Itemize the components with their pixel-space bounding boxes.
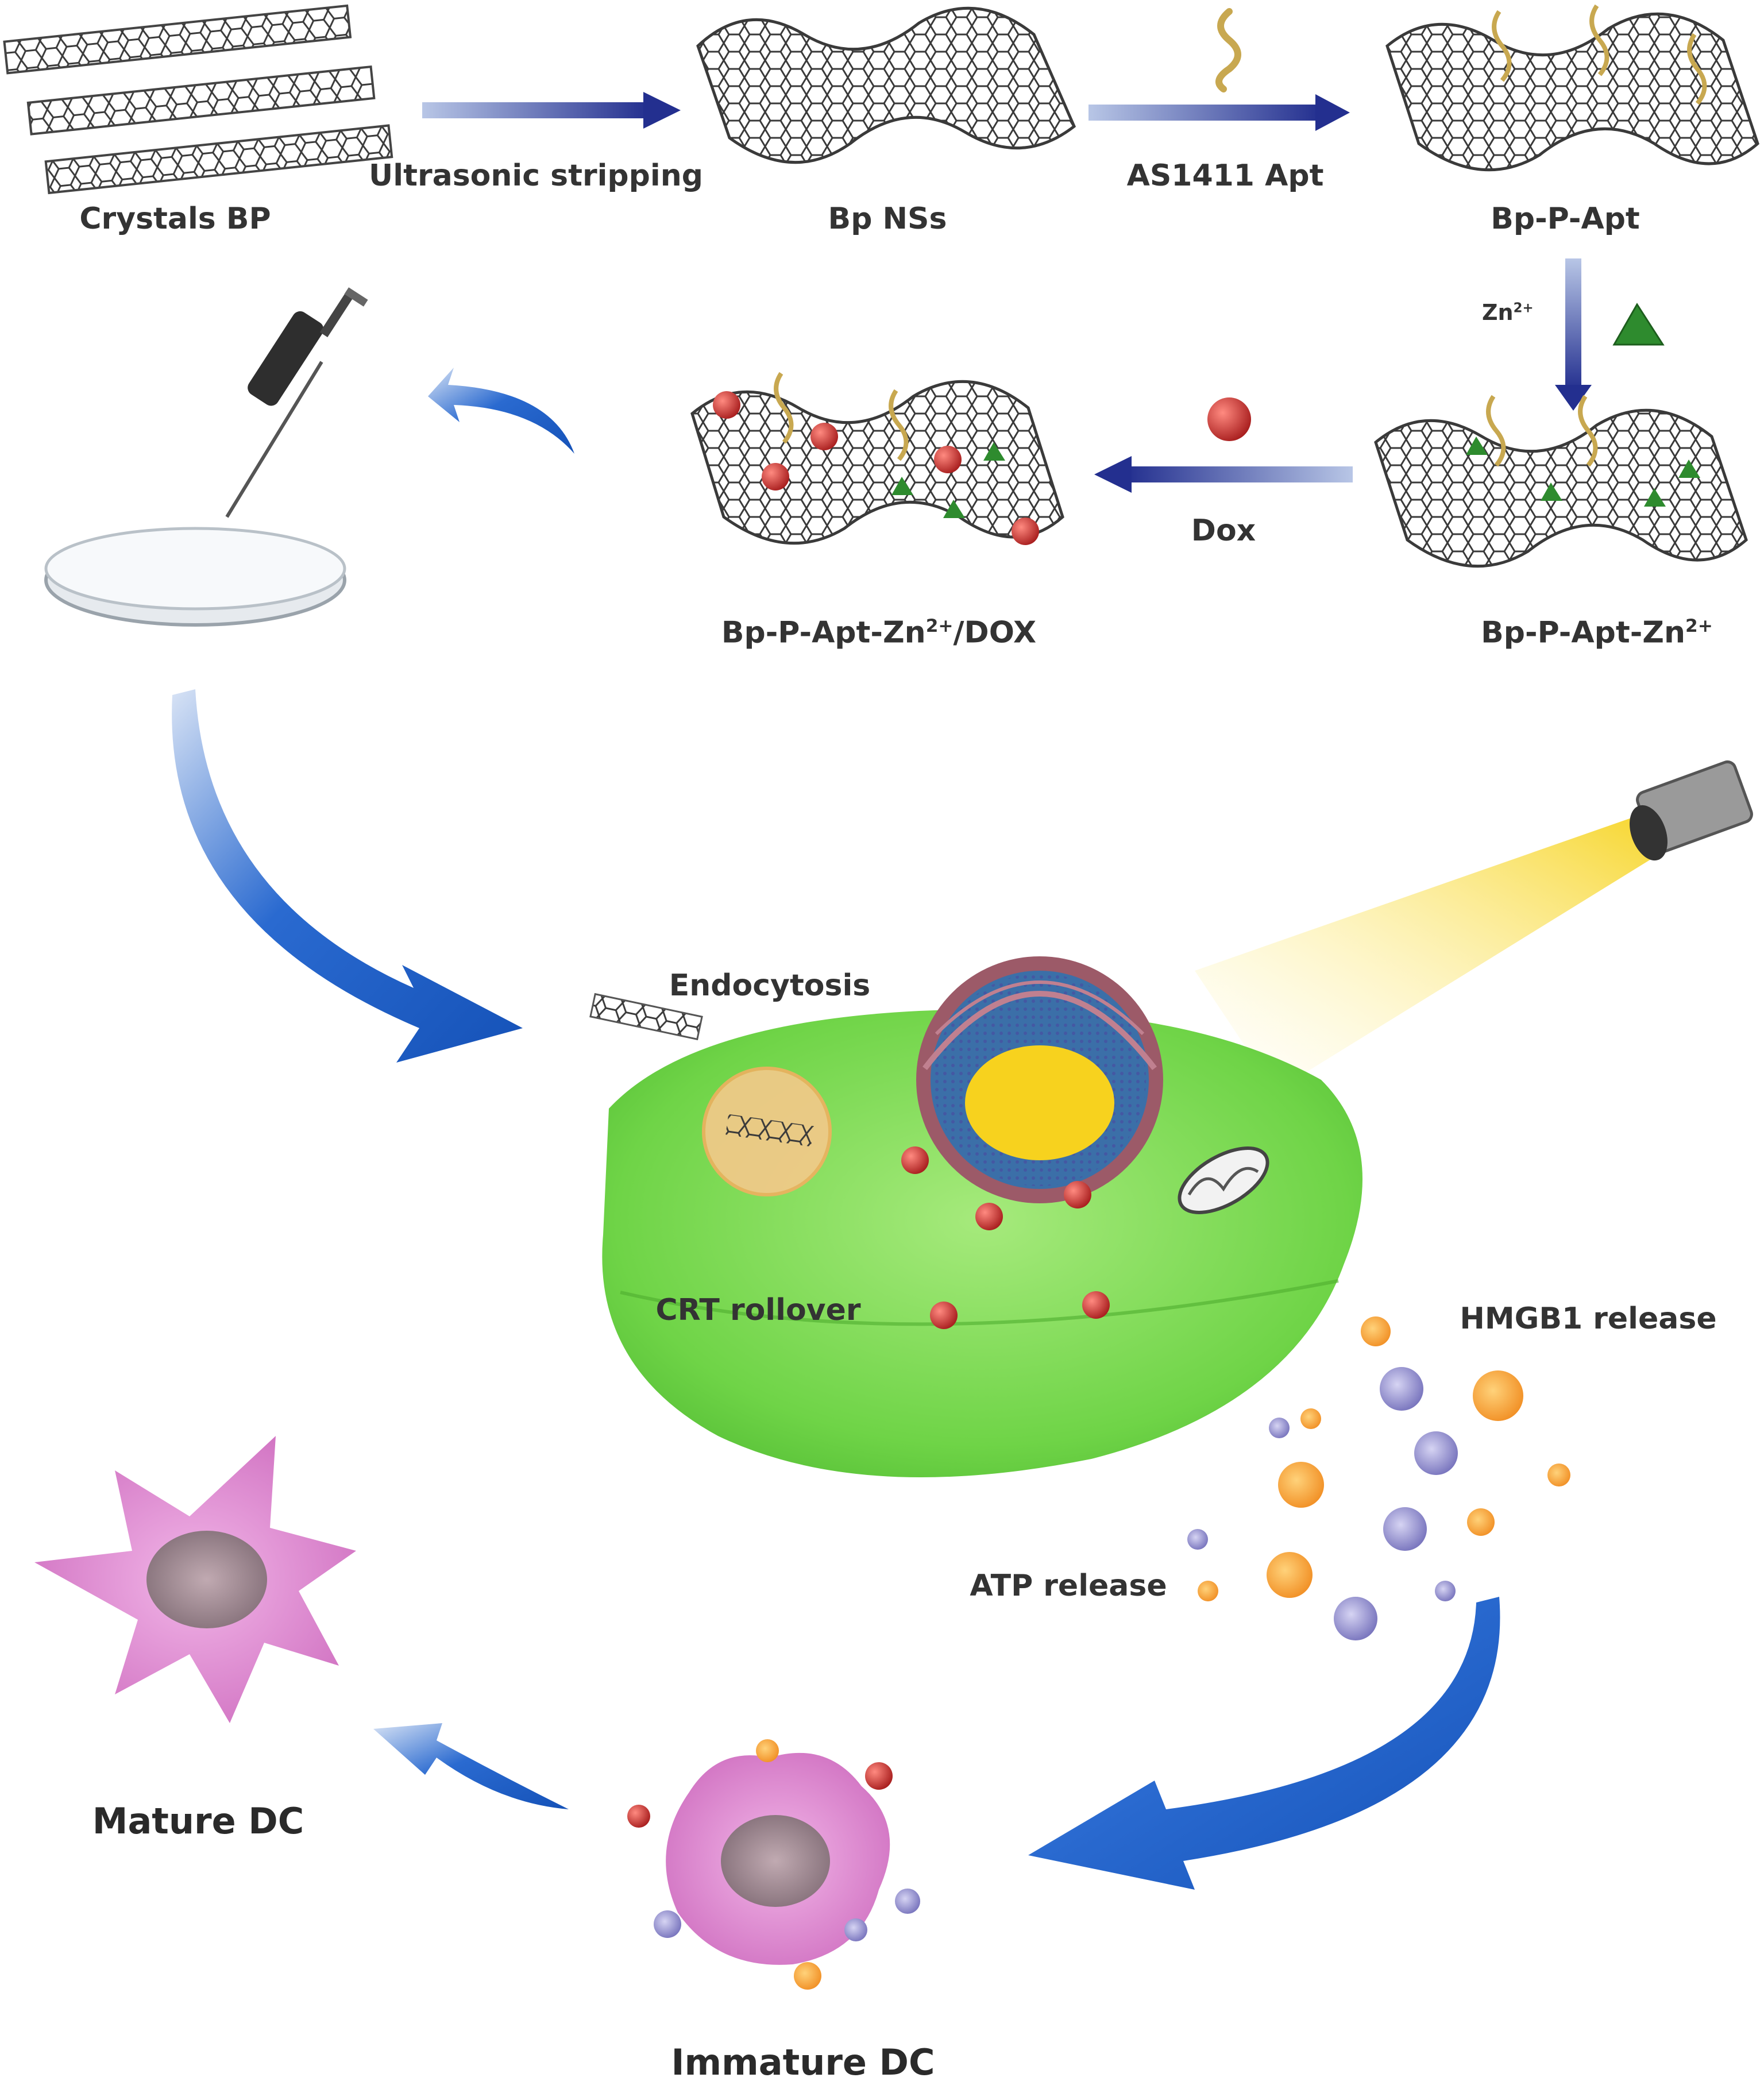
label-hmgb1-release: HMGB1 release — [1460, 1302, 1717, 1336]
crt-dots — [901, 1146, 1110, 1329]
label-dox: Dox — [1191, 513, 1256, 548]
label-ultrasonic-stripping: Ultrasonic stripping — [369, 159, 703, 193]
label-bp-p-apt-zn-base: Bp-P-Apt-Zn — [1481, 615, 1686, 650]
nanosheet-entering — [589, 993, 703, 1041]
label-bp-p-apt-zn: Bp-P-Apt-Zn2+ — [1481, 617, 1713, 647]
bp-p-apt-zn-illustration — [1374, 395, 1748, 568]
label-bp-p-apt-zn-dox-tail: /DOX — [953, 615, 1037, 650]
mature-dc — [34, 1436, 356, 1723]
arrow-ultrasonic — [422, 92, 681, 129]
arrow-to-cell — [172, 689, 523, 1063]
arrow-zn — [1555, 258, 1592, 411]
petri-dish-icon — [44, 527, 346, 627]
crystals-bp-illustration — [3, 4, 393, 195]
bp-p-apt-zn-dox-illustration — [690, 372, 1064, 545]
label-endocytosis: Endocytosis — [669, 968, 871, 1003]
label-bp-p-apt: Bp-P-Apt — [1491, 202, 1640, 236]
label-zn: Zn2+ — [1482, 302, 1534, 323]
label-bp-p-apt-zn-sup: 2+ — [1685, 616, 1713, 636]
arrow-to-immature-dc — [1028, 1597, 1500, 1890]
label-bp-p-apt-zn-dox-sup: 2+ — [925, 616, 954, 636]
label-zn-base: Zn — [1482, 300, 1514, 325]
label-zn-sup: 2+ — [1513, 300, 1534, 316]
zn-pyramid-icon — [1612, 303, 1665, 346]
label-immature-dc: Immature DC — [671, 2041, 935, 2083]
label-bp-p-apt-zn-dox: Bp-P-Apt-Zn2+/DOX — [721, 617, 1036, 647]
damp-particles — [1187, 1316, 1570, 1640]
label-crystals-bp: Crystals BP — [79, 202, 271, 236]
label-atp-release: ATP release — [970, 1569, 1167, 1603]
pipette-icon — [225, 287, 368, 518]
arrow-as1411 — [1088, 94, 1350, 131]
immature-dc — [627, 1739, 920, 1990]
laser-icon — [1630, 760, 1753, 861]
aptamer-icon — [1215, 8, 1241, 92]
dox-sphere-icon — [1207, 397, 1251, 441]
label-mature-dc: Mature DC — [92, 1800, 304, 1842]
label-bp-p-apt-zn-dox-base: Bp-P-Apt-Zn — [721, 615, 926, 650]
arrow-dox — [1094, 456, 1353, 493]
cell-nucleus — [916, 956, 1163, 1203]
arrow-to-petri — [428, 368, 574, 454]
arrow-to-mature-dc — [373, 1723, 569, 1809]
bp-nss-illustration — [696, 6, 1076, 164]
mitochondrion — [1178, 1146, 1269, 1214]
endosome — [702, 1067, 832, 1196]
bp-p-apt-illustration — [1385, 4, 1759, 172]
label-bp-nss: Bp NSs — [828, 202, 947, 236]
laser-beam — [1195, 810, 1666, 1091]
label-crt-rollover: CRT rollover — [655, 1293, 861, 1327]
label-as1411-apt: AS1411 Apt — [1126, 159, 1324, 193]
